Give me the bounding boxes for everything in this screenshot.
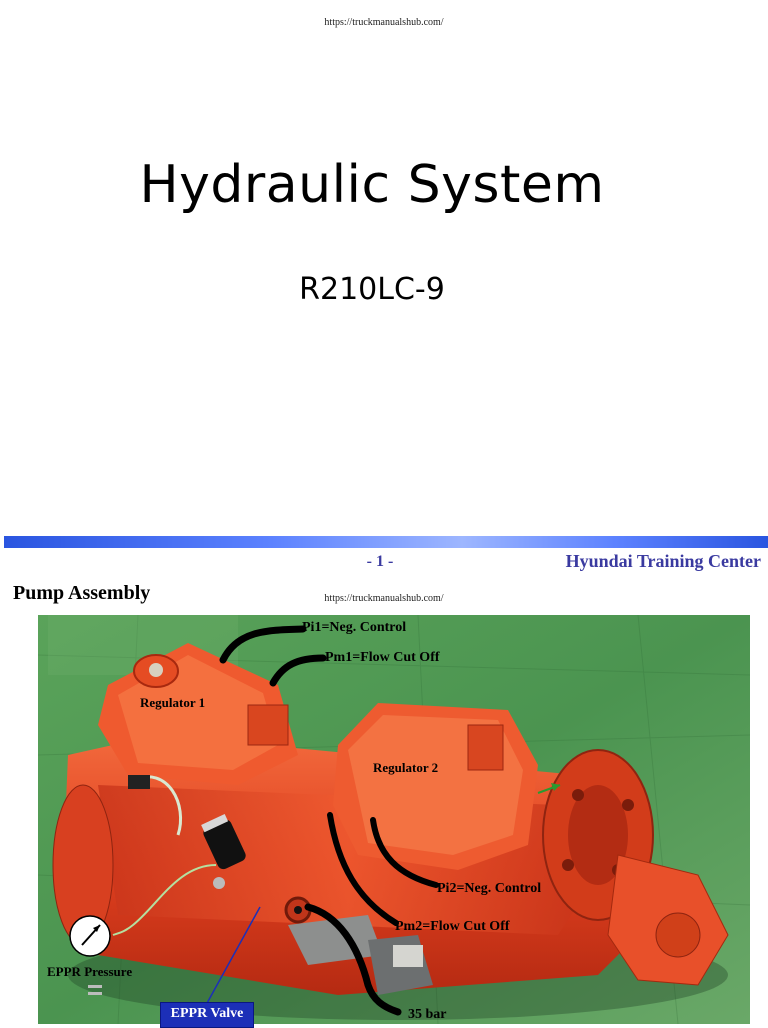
pi2-label: Pi2=Neg. Control — [437, 881, 542, 896]
footer-organization: Hyundai Training Center — [565, 551, 761, 571]
regulator-1-label: Regulator 1 — [140, 695, 206, 710]
section-title: Pump Assembly — [13, 582, 151, 604]
eppr-pressure-label: EPPR Pressure — [47, 964, 133, 979]
pm2-label: Pm2=Flow Cut Off — [395, 919, 510, 934]
page-subtitle: R210LC-9 — [299, 272, 445, 307]
35-bar-label: 35 bar — [408, 1007, 447, 1022]
regulator-2-label: Regulator 2 — [373, 760, 439, 775]
source-url-bottom[interactable]: https://truckmanualshub.com/ — [324, 593, 444, 604]
pump-assembly-photo — [38, 615, 750, 1024]
pm1-label: Pm1=Flow Cut Off — [325, 650, 440, 665]
eppr-valve-callout: EPPR Valve — [160, 1002, 254, 1028]
pi1-label: Pi1=Neg. Control — [302, 620, 407, 635]
eppr-valve-label: EPPR Valve — [170, 1006, 244, 1021]
page-title: Hydraulic System — [139, 155, 605, 215]
footer-divider-bar — [4, 536, 768, 548]
page-number: - 1 - — [366, 553, 394, 570]
source-url-top[interactable]: https://truckmanualshub.com/ — [324, 17, 444, 28]
